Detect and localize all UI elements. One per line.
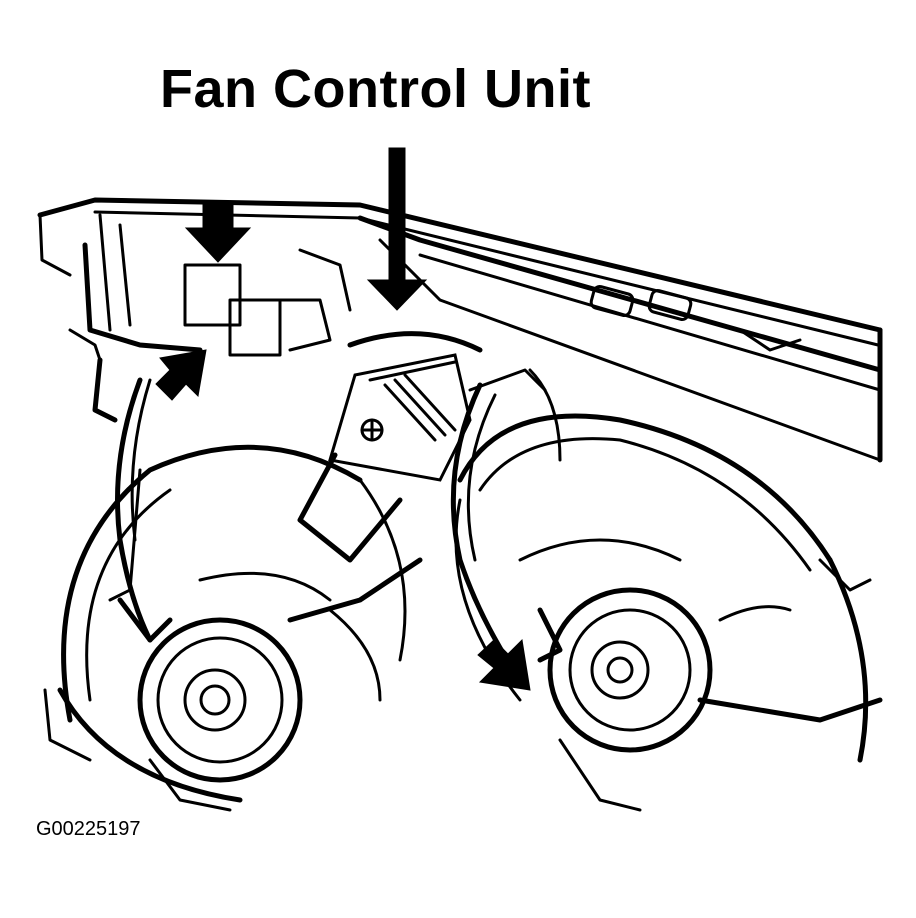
left-fan: [43, 444, 423, 812]
figure-code: G00225197: [36, 818, 141, 840]
fan-control-unit-arrow: [366, 147, 428, 311]
left-connector-arrow: [155, 349, 207, 401]
diagram-title: Fan Control Unit: [160, 59, 591, 119]
fan-control-unit-module: [297, 331, 547, 563]
right-fan-arrow: [477, 638, 531, 691]
upper-connector-block: [68, 213, 352, 423]
upper-connector-arrow: [184, 204, 252, 263]
wiring-harness: [115, 368, 562, 683]
right-fan: [454, 413, 883, 812]
